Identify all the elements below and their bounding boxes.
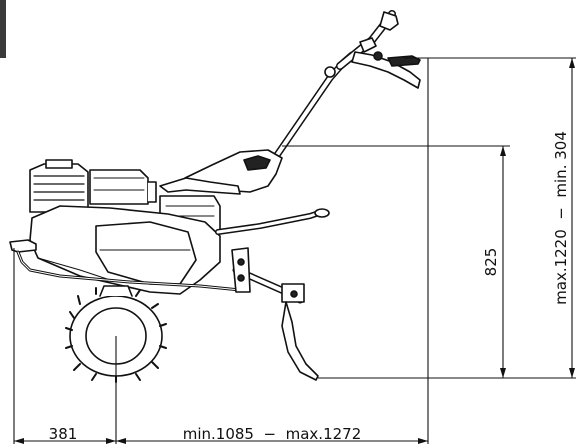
arrowheads xyxy=(14,58,575,444)
arrow-height-top xyxy=(569,58,575,68)
tine-hood xyxy=(29,205,221,295)
engine xyxy=(29,159,221,233)
handlebar xyxy=(271,10,421,162)
dim-label-handle-height: 825 xyxy=(482,248,500,277)
drag-bar xyxy=(231,247,319,381)
front-rail xyxy=(9,239,242,292)
dim-label-length: min.1085 − max.1272 xyxy=(183,425,362,443)
arrow-825-top xyxy=(500,146,506,156)
arrow-825-bottom xyxy=(500,368,506,378)
arrow-length-right xyxy=(418,438,428,444)
dim-label-max-height: max.1220 − min. 304 xyxy=(552,131,570,305)
dimension-lines xyxy=(13,57,576,444)
depth-lever xyxy=(215,208,330,235)
dimension-labels: 381 min.1085 − max.1272 825 max.1220 − m… xyxy=(49,131,570,443)
arrow-381-left xyxy=(14,438,24,444)
arrow-height-bottom xyxy=(569,368,575,378)
tiller-illustration xyxy=(9,10,421,383)
edge-shadow xyxy=(0,0,6,58)
arrow-381-right xyxy=(106,438,116,444)
handle-mount xyxy=(159,149,283,195)
dim-label-front-overhang: 381 xyxy=(49,425,78,443)
arrow-length-left xyxy=(116,438,126,444)
